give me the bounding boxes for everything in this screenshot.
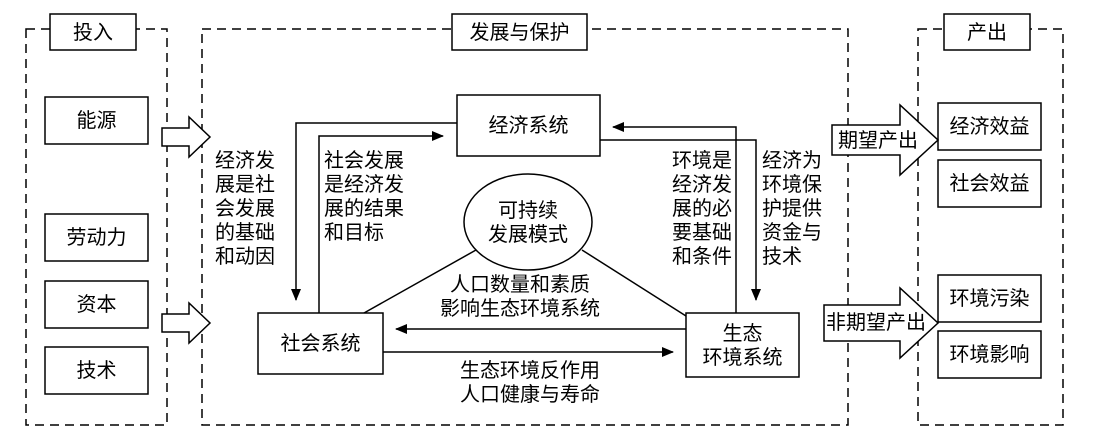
output-social-benefit: 社会效益 bbox=[949, 171, 1030, 195]
feedback-label: 生态环境反作用 人口健康与寿命 bbox=[460, 358, 600, 406]
input-box-capital bbox=[44, 280, 149, 329]
input-section-frame bbox=[25, 28, 168, 426]
sustainable-mode-label: 可持续 发展模式 bbox=[488, 198, 568, 246]
input-labor: 劳动力 bbox=[66, 225, 127, 249]
output-box-social-benefit bbox=[937, 159, 1042, 208]
econ-basis-label: 经济发 展是社 会发展 的基础 和动因 bbox=[215, 148, 275, 268]
arrow-social-to-econ bbox=[318, 131, 444, 313]
undesired-output-arrow bbox=[823, 286, 940, 360]
desired-output-arrow bbox=[831, 103, 940, 177]
output-box-economic-benefit bbox=[937, 102, 1042, 151]
social-result-label: 社会发展 是经济发 展的结果 和目标 bbox=[324, 148, 404, 244]
arrow-econ-to-social bbox=[291, 122, 457, 301]
economic-system-label: 经济系统 bbox=[488, 113, 569, 137]
eco-system-box bbox=[685, 312, 800, 378]
input-section-title: 投入 bbox=[73, 20, 113, 44]
social-system-box bbox=[257, 312, 384, 375]
desired-output-label: 期望产出 bbox=[838, 128, 918, 152]
social-system-label: 社会系统 bbox=[280, 331, 361, 355]
arrow-eco-to-econ bbox=[612, 122, 737, 313]
input-capital: 资本 bbox=[76, 292, 117, 316]
economic-system-box bbox=[456, 94, 601, 157]
middle-title-box bbox=[451, 13, 588, 51]
input-arrow-lower bbox=[161, 301, 212, 345]
output-section-title: 产出 bbox=[967, 20, 1007, 44]
input-arrow-upper bbox=[161, 115, 212, 159]
output-title-box bbox=[943, 13, 1031, 51]
output-impact: 环境影响 bbox=[949, 342, 1030, 366]
arrow-econ-to-eco bbox=[600, 139, 761, 301]
population-label: 人口数量和素质 影响生态环境系统 bbox=[440, 272, 600, 320]
output-box-pollution bbox=[937, 274, 1042, 323]
sustainable-mode-ellipse bbox=[463, 173, 593, 271]
env-condition-label: 环境是 经济发 展的必 要基础 和条件 bbox=[672, 148, 732, 268]
link-ellipse-eco bbox=[581, 249, 687, 317]
input-tech: 技术 bbox=[76, 358, 117, 382]
undesired-output-label: 非期望产出 bbox=[826, 310, 926, 334]
input-box-labor bbox=[44, 213, 149, 262]
input-box-tech bbox=[44, 346, 149, 395]
eco-system-label: 生态 环境系统 bbox=[702, 321, 783, 369]
input-energy: 能源 bbox=[76, 108, 117, 132]
output-economic-benefit: 经济效益 bbox=[949, 114, 1030, 138]
link-ellipse-social bbox=[363, 249, 477, 314]
econ-support-label: 经济为 环境保 护提供 资金与 技术 bbox=[762, 148, 822, 268]
output-box-impact bbox=[937, 330, 1042, 379]
middle-section-title: 发展与保护 bbox=[469, 20, 570, 44]
output-pollution: 环境污染 bbox=[949, 286, 1030, 310]
input-box-energy bbox=[44, 96, 149, 145]
input-title-box bbox=[49, 13, 137, 51]
